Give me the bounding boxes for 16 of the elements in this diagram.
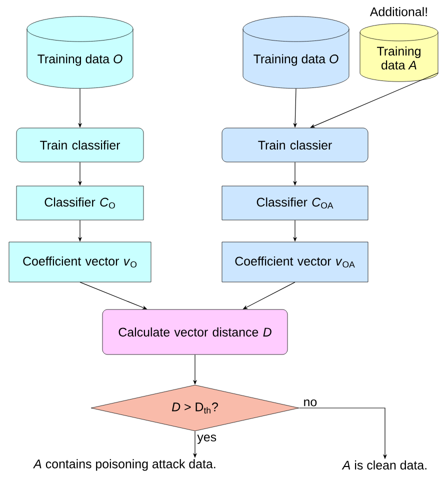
edge-label: yes xyxy=(197,434,216,444)
database-cylinder: Training data O xyxy=(242,16,350,89)
edge-label: no xyxy=(304,399,317,406)
outcome-text: A contains poisoning attack data. xyxy=(33,459,216,471)
database-cylinder: Training data O xyxy=(26,16,134,89)
process-box: Coefficient vector v$_{OA}$ xyxy=(222,242,368,282)
process-box: Coefficient vector v$_{O}$ xyxy=(8,242,152,282)
process-box: Train classifier xyxy=(16,128,144,162)
process-box: Train classier xyxy=(222,128,368,162)
process-box: Calculate vector distance D xyxy=(102,309,288,355)
beside-label: Additional! xyxy=(370,7,427,16)
process-box: Classifier C$_{O}$ xyxy=(16,186,144,220)
arrow xyxy=(310,72,438,128)
database-cylinder: Training data A xyxy=(360,23,438,82)
outcome-text: A is clean data. xyxy=(342,460,426,470)
process-box: Classifier C$_{OA}$ xyxy=(222,186,368,220)
